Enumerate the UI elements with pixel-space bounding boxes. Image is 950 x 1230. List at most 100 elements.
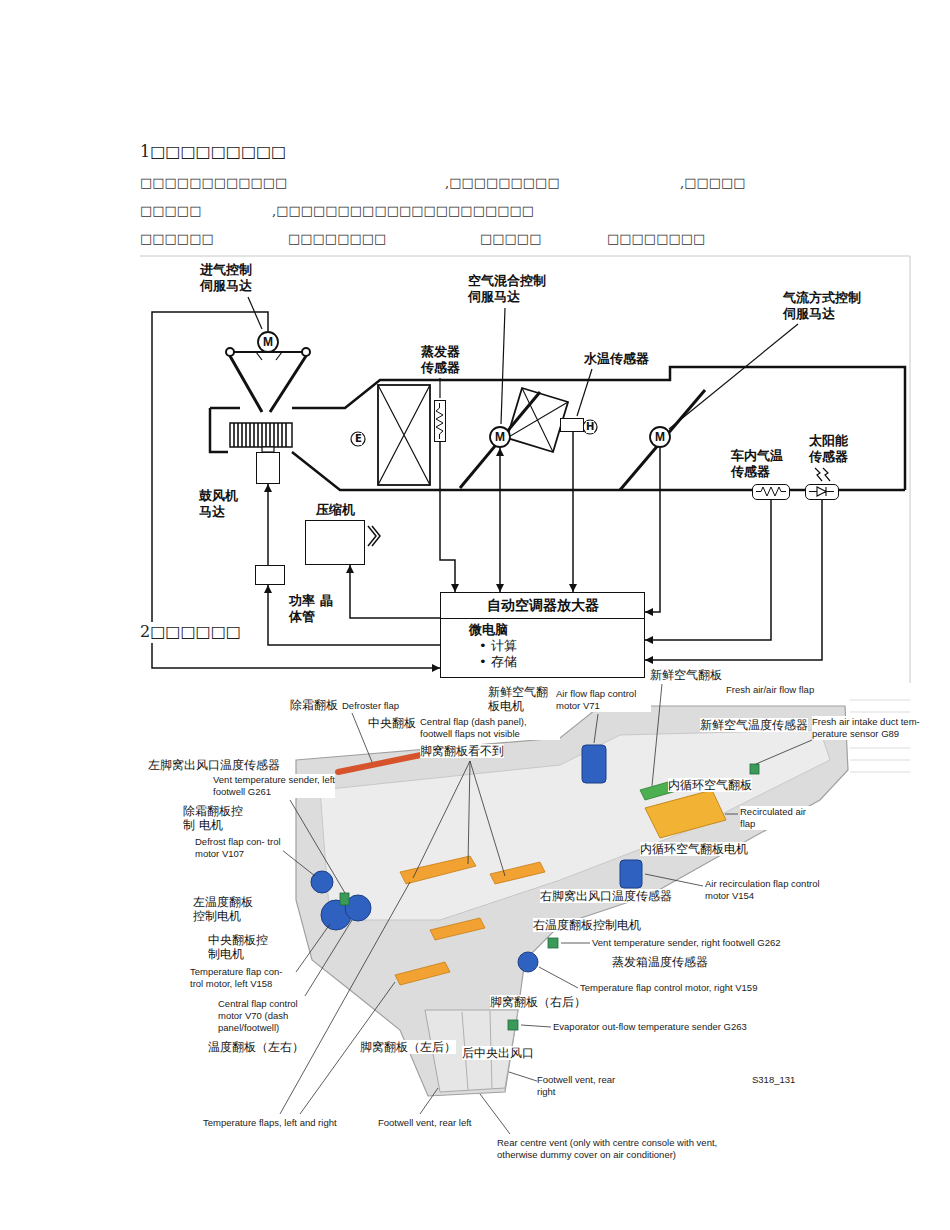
signal-wire bbox=[572, 432, 574, 592]
servo-motor: 进气控制 伺服马达M bbox=[257, 331, 279, 353]
sensor-box: 太阳能 传感器 bbox=[805, 484, 839, 500]
sensor-box: 水温传感器 bbox=[560, 418, 584, 432]
temperature-senders bbox=[548, 938, 558, 948]
figure-code: S318_131 bbox=[752, 1074, 795, 1086]
intake-flaps bbox=[256, 352, 282, 360]
resistor-symbol bbox=[436, 403, 443, 439]
ac-housing bbox=[296, 706, 848, 1096]
signal-wire bbox=[267, 484, 269, 565]
diode-symbol bbox=[809, 487, 834, 496]
node-label: 压缩机 bbox=[316, 502, 360, 518]
symbol bbox=[806, 485, 838, 499]
leader-line bbox=[296, 924, 330, 972]
servo-motor: 气流方式控制 伺服马达M bbox=[649, 426, 671, 448]
part-label: 新鲜空气翻板 bbox=[650, 668, 722, 682]
part-label: 右温度翻板控制电机 bbox=[533, 918, 641, 932]
mark-circle bbox=[583, 420, 597, 434]
evaporator bbox=[378, 385, 430, 485]
symbol bbox=[753, 485, 789, 499]
flap-motors bbox=[582, 745, 606, 783]
blower-fan bbox=[230, 423, 292, 447]
node-label: 气流方式控制 伺服马达 bbox=[783, 290, 867, 321]
circled-letter: H bbox=[586, 421, 594, 433]
part-label: 温度翻板（左右） bbox=[208, 1040, 304, 1054]
leader-line bbox=[439, 378, 440, 398]
upper-frame bbox=[140, 256, 910, 683]
paragraph-text: ,□□□□□□□□□ bbox=[445, 175, 560, 192]
circled-letter: E bbox=[355, 433, 362, 445]
leader-line bbox=[577, 369, 592, 416]
signal-wire bbox=[152, 312, 440, 668]
part-label: 中央翻板 bbox=[368, 716, 416, 730]
upper-frame bbox=[140, 256, 910, 772]
part-label: 蒸发箱温度传感器 bbox=[612, 955, 708, 969]
leader-line bbox=[280, 684, 812, 1134]
orange-flaps bbox=[395, 856, 545, 985]
leader-line bbox=[305, 920, 352, 996]
sensor-box: 蒸发器 传感器 bbox=[434, 400, 446, 442]
leader-line bbox=[594, 714, 598, 743]
part-label: Evaporator out-flow temperature sender G… bbox=[553, 1021, 747, 1033]
temperature-senders bbox=[340, 764, 759, 1030]
ac-housing bbox=[320, 730, 830, 920]
paragraph-text: □□□□□□□□□□□□ bbox=[140, 175, 287, 192]
evaporator bbox=[378, 385, 430, 485]
temperature-senders bbox=[508, 1020, 518, 1030]
air-duct bbox=[210, 367, 905, 490]
blower-fan bbox=[230, 423, 292, 452]
leader-line bbox=[420, 1088, 438, 1114]
node-label: 车内气温 传感器 bbox=[731, 448, 789, 479]
flap-motors bbox=[620, 860, 642, 888]
air-duct bbox=[210, 408, 228, 452]
mark-circle bbox=[351, 432, 365, 446]
sun-rays bbox=[815, 468, 830, 481]
signal-wire bbox=[440, 442, 455, 592]
signal-wire bbox=[645, 500, 771, 640]
part-label: 脚窝翻板（左后） bbox=[360, 1040, 456, 1054]
part-label: Air flow flap control motor V71 bbox=[556, 688, 651, 712]
intake-flaps bbox=[226, 348, 234, 356]
compressor-clutch bbox=[368, 526, 380, 546]
signal-wire bbox=[350, 565, 440, 618]
part-label: 新鲜空气温度传感器 bbox=[700, 718, 808, 732]
part-label: 左脚窝出风口温度传感器 bbox=[148, 758, 280, 772]
part-label: Vent temperature sender, left footwell G… bbox=[213, 774, 335, 798]
node-label: 自动空调器放大器 bbox=[441, 593, 644, 619]
paragraph-text: □□□□□ bbox=[480, 231, 541, 248]
ac-housing bbox=[296, 706, 848, 1096]
part-label: 脚窝翻板看不到 bbox=[420, 744, 504, 758]
part-label: Vent temperature sender, right footwell … bbox=[592, 937, 781, 949]
intake-flaps bbox=[302, 348, 310, 356]
intake-flaps bbox=[230, 356, 306, 412]
leader-line bbox=[248, 297, 262, 329]
part-label: Rear centre vent (only with centre conso… bbox=[497, 1137, 732, 1161]
part-label: 脚窝翻板（右后） bbox=[490, 995, 586, 1009]
part-label: Central flap control motor V70 (dash pan… bbox=[218, 998, 318, 1034]
part-label: Central flap (dash panel), footwell flap… bbox=[420, 716, 560, 740]
paragraph-text: □□□□□□ bbox=[140, 231, 214, 248]
part-label: Air recirculation flap control motor V15… bbox=[705, 878, 823, 902]
node-label: 太阳能 传感器 bbox=[809, 433, 853, 464]
motor-letter: M bbox=[489, 426, 511, 448]
temperature-senders bbox=[750, 764, 759, 774]
compressor-box: 压缩机 bbox=[305, 520, 365, 565]
symbol bbox=[435, 401, 445, 441]
node-label: 功率 晶体管 bbox=[289, 593, 333, 624]
blower-fan bbox=[234, 423, 286, 447]
part-label: 后中央出风口 bbox=[462, 1046, 534, 1060]
motor-box: 鼓风机 马达 bbox=[256, 452, 280, 484]
intake-flaps bbox=[226, 348, 310, 412]
part-label: Defrost flap con- trol motor V107 bbox=[195, 836, 283, 860]
leader-line bbox=[248, 297, 798, 429]
leader-line bbox=[501, 308, 505, 424]
part-label: 内循环空气翻板电机 bbox=[640, 842, 748, 856]
part-label: Defroster flap bbox=[342, 700, 399, 712]
leader-line bbox=[652, 684, 662, 786]
part-label: Temperature flaps, left and right bbox=[203, 1117, 337, 1129]
part-label: 除霜翻板控 制 电机 bbox=[183, 804, 245, 833]
leader-line bbox=[561, 943, 590, 944]
flap-motors bbox=[518, 952, 538, 972]
motor-circle bbox=[650, 427, 670, 447]
node-label: 水温传感器 bbox=[584, 351, 654, 367]
